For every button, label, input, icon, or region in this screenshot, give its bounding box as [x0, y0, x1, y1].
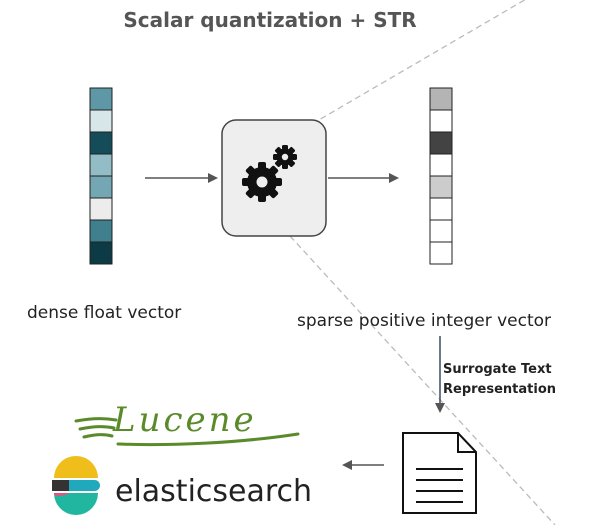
- elasticsearch-logo-text: elasticsearch: [115, 474, 313, 509]
- dense-vector-cell: [89, 131, 113, 155]
- dense-vector: [89, 87, 113, 265]
- dense-vector-cell: [89, 153, 113, 177]
- str-label-line2: Representation: [443, 382, 557, 397]
- sparse-vector-cell: [429, 131, 453, 155]
- elasticsearch-logo: [52, 456, 100, 515]
- zoom-line-bottom: [289, 235, 556, 525]
- dense-vector-cell: [89, 109, 113, 133]
- sparse-vector-cell: [429, 109, 453, 133]
- dense-vector-label: dense float vector: [27, 303, 182, 323]
- sparse-vector-cell: [429, 175, 453, 199]
- str-label-line1: Surrogate Text: [443, 362, 552, 377]
- sparse-vector: [429, 87, 453, 265]
- sparse-vector-cell: [429, 241, 453, 265]
- dense-vector-cell: [89, 87, 113, 111]
- dense-vector-cell: [89, 175, 113, 199]
- surrogate-text-representation-label: Surrogate Text Representation: [443, 360, 556, 400]
- dense-vector-cell: [89, 219, 113, 243]
- sparse-vector-cell: [429, 197, 453, 221]
- dense-vector-cell: [89, 197, 113, 221]
- document-icon: [402, 432, 477, 514]
- sparse-vector-cell: [429, 87, 453, 111]
- sparse-vector-label: sparse positive integer vector: [297, 311, 552, 331]
- sparse-vector-cell: [429, 219, 453, 243]
- gears-icon: [242, 145, 297, 202]
- diagram-title: Scalar quantization + STR: [123, 8, 417, 32]
- sparse-vector-cell: [429, 153, 453, 177]
- lucene-logo-text: Lucene: [113, 400, 257, 440]
- dense-vector-cell: [89, 241, 113, 265]
- lucene-logo: [74, 417, 300, 447]
- zoom-line-top: [311, 0, 526, 125]
